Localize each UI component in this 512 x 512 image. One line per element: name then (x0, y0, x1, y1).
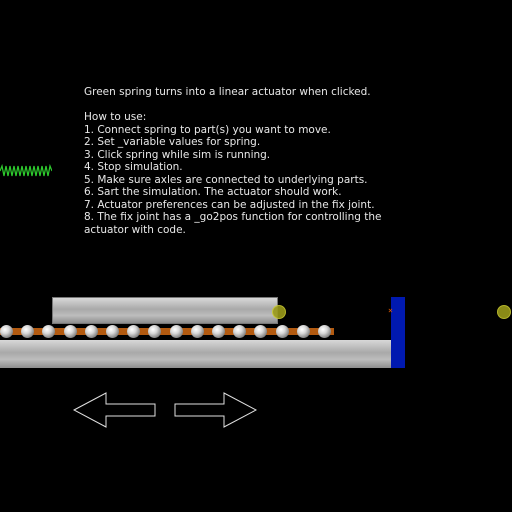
bearing-ball (275, 325, 289, 338)
bearing-ball (318, 325, 331, 338)
howto-heading: How to use: (84, 111, 147, 123)
step-6: 6. Sart the simulation. The actuator sho… (84, 186, 342, 198)
bearing-ball (84, 325, 98, 338)
step-3: 3. Click spring while sim is running. (84, 148, 271, 161)
blank-line (84, 99, 484, 112)
bearing-ball (212, 325, 225, 338)
slider-block[interactable] (52, 297, 278, 324)
step-2: 2. Set _variable values for spring. (84, 136, 261, 148)
intro-line: Green spring turns into a linear actuato… (84, 86, 371, 98)
bearing-ball (21, 325, 35, 338)
bearing-ball (169, 325, 183, 338)
green-spring-icon[interactable] (0, 163, 52, 179)
bearing-ball (0, 325, 13, 338)
bearing-ball (190, 325, 204, 338)
left-arrow-icon[interactable] (73, 392, 157, 428)
step-7: 7. Actuator preferences can be adjusted … (84, 198, 375, 211)
base-block[interactable] (0, 340, 392, 368)
bearing-ball (296, 325, 310, 338)
right-arrow-icon[interactable] (173, 392, 257, 428)
step-5: 5. Make sure axles are connected to unde… (84, 173, 368, 186)
step-8-cont: actuator with code. (84, 223, 186, 236)
instructions-text: Green spring turns into a linear actuato… (84, 86, 484, 236)
rail (0, 328, 334, 335)
blue-wall[interactable] (391, 297, 405, 368)
bearing-ball (63, 325, 77, 338)
bearing-ball (127, 325, 141, 338)
slider-joint[interactable] (272, 305, 286, 319)
step-1: 1. Connect spring to part(s) you want to… (84, 123, 331, 136)
step-8: 8. The fix joint has a _go2pos function … (84, 211, 382, 223)
bearing-ball (42, 325, 56, 338)
fix-joint[interactable] (497, 305, 511, 319)
step-4: 4. Stop simulation. (84, 161, 183, 173)
bearing-ball (233, 325, 247, 338)
bearing-ball (254, 325, 268, 338)
bearing-ball (148, 325, 162, 338)
anchor-marker: × (388, 306, 393, 315)
bearing-ball (106, 325, 119, 338)
